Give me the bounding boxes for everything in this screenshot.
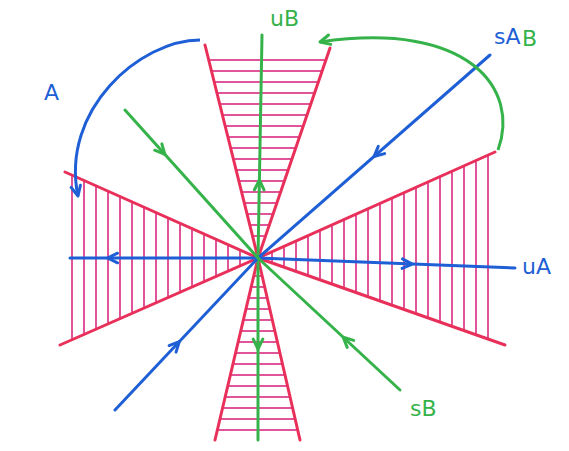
cone-edge (258, 258, 300, 440)
cone-edge (205, 45, 258, 258)
stable-manifold-a (258, 55, 490, 258)
region-label: B (522, 28, 537, 50)
manifold-label: uB (270, 8, 299, 30)
stable-manifold-b (125, 110, 258, 258)
hatch-line (331, 225, 333, 284)
arrowhead (254, 180, 264, 190)
arrowhead (320, 35, 331, 44)
stable-manifold-b (258, 258, 400, 390)
hatch-line (233, 158, 292, 160)
hatch-line (319, 230, 321, 280)
hatch-line (367, 209, 369, 297)
arrowhead (343, 337, 354, 347)
hatch-line (427, 182, 429, 318)
cone-edge (60, 258, 258, 345)
hatch-line (475, 160, 477, 334)
arrowhead (374, 146, 385, 156)
manifold-label: uA (522, 256, 551, 278)
hatch-line (379, 203, 381, 301)
stable-manifold-a (115, 258, 258, 410)
cone-edge (215, 258, 258, 440)
hatch-line (391, 198, 393, 305)
curved-arrow-b (320, 38, 503, 150)
arrowhead (71, 185, 80, 196)
hatch-line (415, 187, 417, 313)
hatch-line (209, 59, 326, 61)
hatch-line (244, 202, 277, 204)
hatch-line (217, 92, 315, 94)
manifold-label: sB (410, 398, 437, 420)
curved-arrow-a (75, 40, 200, 196)
hatch-line (225, 125, 303, 127)
cone-edge (65, 172, 258, 258)
arrowhead (108, 253, 118, 263)
hatch-line (231, 147, 296, 149)
hatch-line (236, 169, 288, 171)
region-label: A (44, 82, 59, 104)
hatch-line (222, 114, 307, 116)
arrowhead (169, 342, 179, 352)
arrowhead (402, 259, 412, 269)
hatch-line (355, 214, 357, 292)
arrowhead (253, 339, 263, 349)
hatch-line (487, 155, 489, 339)
manifold-label: sA (494, 26, 521, 48)
hatch-line (343, 220, 345, 289)
unstable-manifold-b (258, 35, 262, 258)
hatch-line (228, 136, 300, 138)
cone-edge (258, 152, 495, 258)
cone-edge (258, 258, 505, 345)
unstable-manifold-a (258, 258, 515, 268)
unstable-manifold-a (70, 257, 258, 260)
hatch-line (451, 171, 453, 326)
hatch-line (220, 103, 311, 105)
hatch-line (463, 166, 465, 331)
hatch-line (283, 246, 285, 267)
hatch-line (214, 81, 318, 83)
hatch-line (211, 70, 322, 72)
arrowhead (155, 144, 165, 155)
hatch-line (307, 236, 309, 276)
hatch-line (295, 241, 297, 271)
hatch-line (242, 191, 281, 193)
hatch-line (439, 177, 441, 323)
hatch-line (403, 193, 405, 310)
